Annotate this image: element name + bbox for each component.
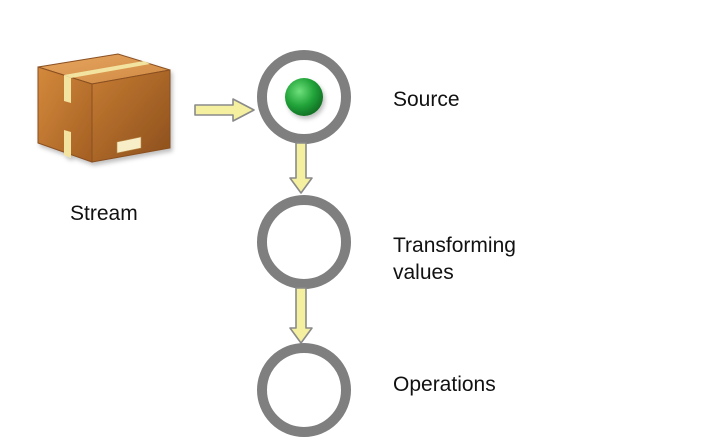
stream-label: Stream: [70, 202, 138, 225]
operations-node: [257, 343, 351, 437]
transforming-values-label: Transforming values: [393, 234, 516, 284]
arrow-source-to-transform: [289, 142, 313, 194]
active-indicator-dot: [285, 78, 323, 116]
arrow-stream-to-source: [194, 98, 255, 122]
source-node: [257, 50, 351, 144]
operations-label: Operations: [393, 373, 496, 396]
source-label: Source: [393, 88, 460, 111]
arrow-transform-to-operations: [289, 287, 313, 344]
package-box-icon: [37, 53, 171, 163]
transform-node: [257, 195, 351, 289]
